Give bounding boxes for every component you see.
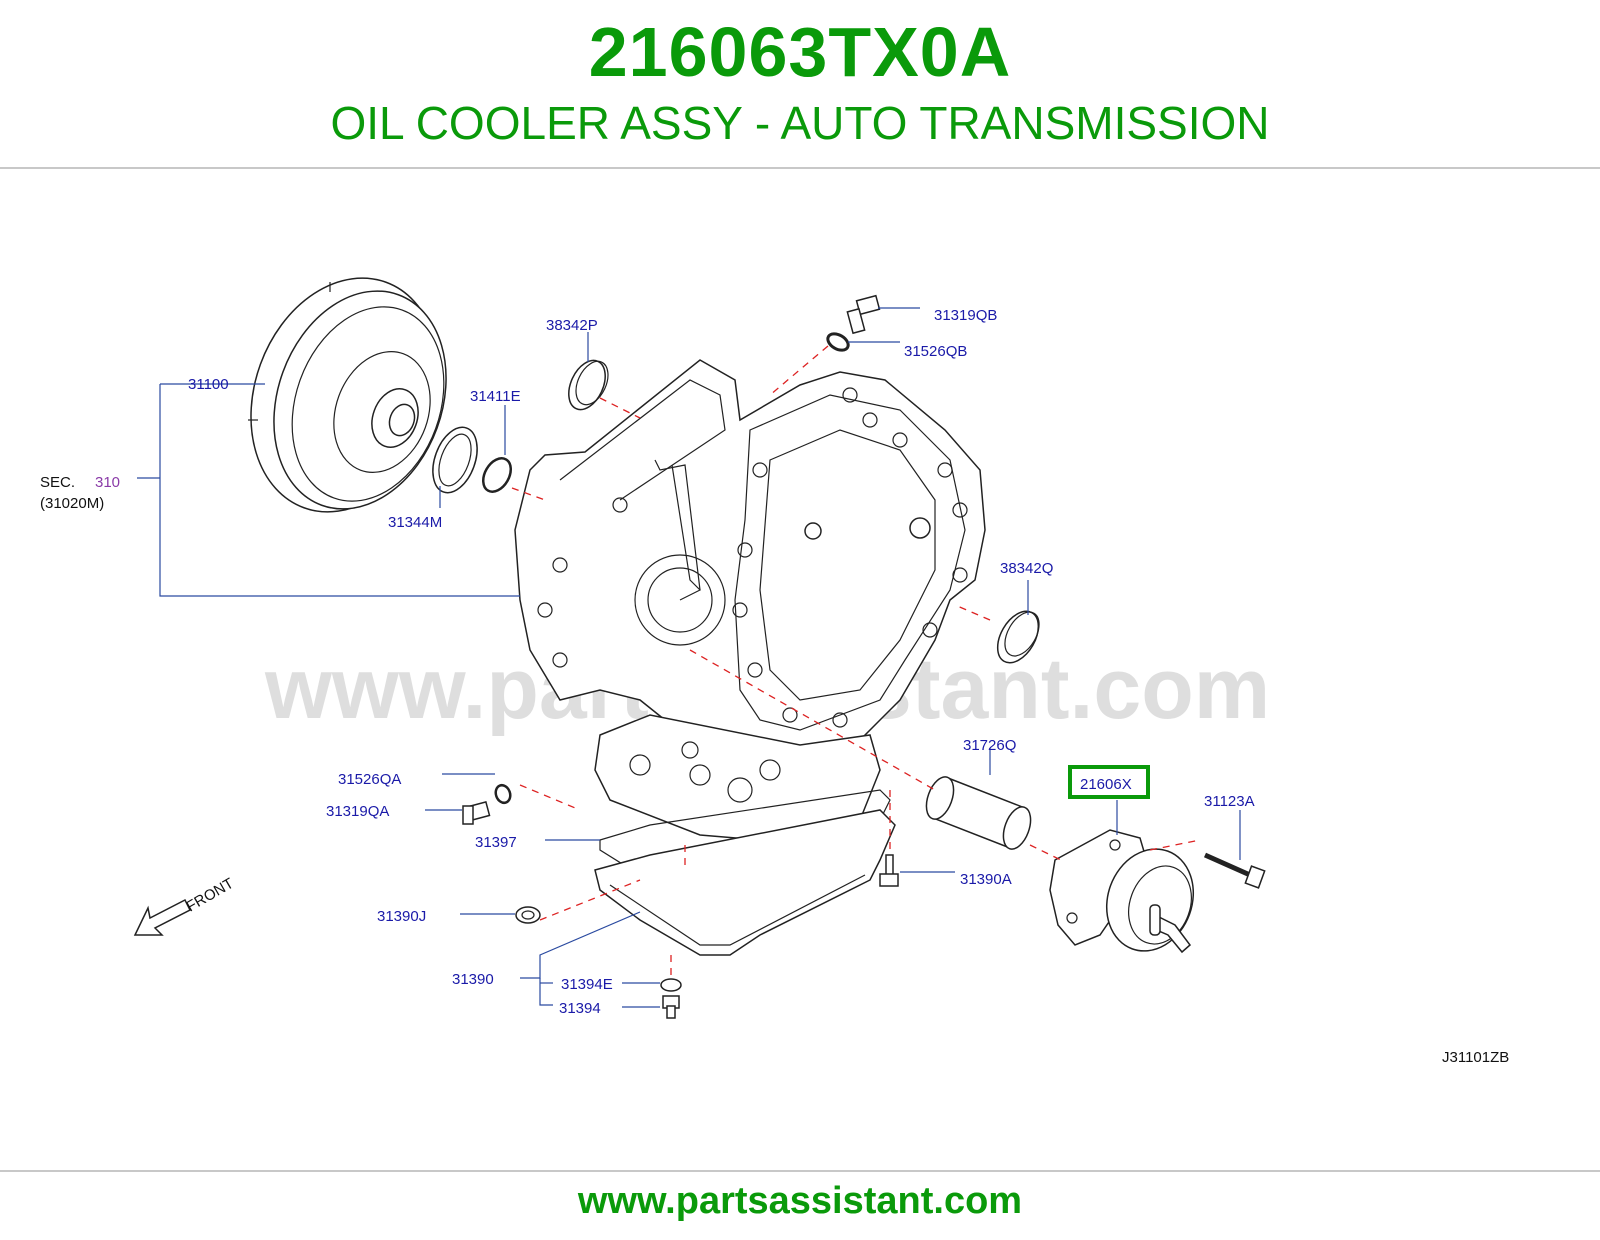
oring-31526qb-part[interactable] [825, 330, 851, 353]
part-label-31394[interactable]: 31394 [559, 1000, 601, 1017]
sec-number-link[interactable]: 310 [95, 474, 120, 491]
footer-site-link[interactable]: www.partsassistant.com [577, 1180, 1023, 1222]
part-label-31344m[interactable]: 31344M [388, 514, 442, 531]
part-label-31390j[interactable]: 31390J [377, 908, 426, 925]
oil-filter-31726q-part[interactable] [921, 773, 1036, 853]
leader-lines [137, 307, 1241, 1008]
part-label-31123a[interactable]: 31123A [1204, 793, 1255, 810]
parts-diagram: www.partsassistant.com [40, 251, 1509, 1066]
part-label-31319qb[interactable]: 31319QB [934, 307, 997, 324]
bottom-divider [0, 1170, 1600, 1172]
oring-31411e-part[interactable] [478, 453, 517, 496]
part-label-31726q[interactable]: 31726Q [963, 737, 1016, 754]
bolt-31123a-part[interactable] [1203, 852, 1266, 889]
part-label-31319qa[interactable]: 31319QA [326, 803, 389, 820]
transmission-case-part[interactable] [514, 359, 986, 841]
part-label-31390a[interactable]: 31390A [960, 871, 1012, 888]
front-label: FRONT [184, 875, 237, 916]
seal-38342q-part[interactable] [989, 604, 1046, 669]
bolt-31319qa-part[interactable] [462, 800, 491, 825]
part-label-31526qb[interactable]: 31526QB [904, 343, 967, 360]
front-arrow-icon [133, 898, 192, 936]
washer-31394e-part[interactable] [660, 978, 682, 992]
part-label-31397[interactable]: 31397 [475, 834, 517, 851]
part-label-21606x[interactable]: 21606X [1080, 776, 1132, 793]
assembly-lines [511, 345, 1201, 975]
part-number-heading: 216063TX0A [588, 13, 1012, 91]
torque-converter-part[interactable] [219, 251, 475, 538]
part-label-31390[interactable]: 31390 [452, 971, 494, 988]
page-header: 216063TX0A OIL COOLER ASSY - AUTO TRANSM… [0, 0, 1600, 170]
part-label-31526qa[interactable]: 31526QA [338, 771, 401, 788]
top-divider [0, 167, 1600, 169]
drain-plug-31394-part[interactable] [662, 995, 680, 1019]
part-label-31394e[interactable]: 31394E [561, 976, 613, 993]
oring-31526qa-part[interactable] [493, 783, 512, 805]
seal-31344m-part[interactable] [425, 421, 486, 499]
sec-subcode: (31020M) [40, 495, 104, 512]
highlight-box-21606x[interactable] [1068, 765, 1150, 799]
bolt-31319qb-part[interactable] [846, 294, 881, 335]
part-title: OIL COOLER ASSY - AUTO TRANSMISSION [330, 97, 1270, 149]
washer-31390j-part[interactable] [515, 906, 541, 924]
part-label-31100[interactable]: 31100 [188, 376, 229, 393]
diagram-code: J31101ZB [1442, 1049, 1509, 1066]
bolt-31390a-part[interactable] [879, 854, 899, 887]
seal-38342p-part[interactable] [562, 355, 615, 416]
part-label-31411e[interactable]: 31411E [470, 388, 521, 405]
oil-cooler-21606x-part[interactable] [1049, 829, 1207, 963]
sec-label: SEC. [40, 474, 75, 491]
part-label-38342p[interactable]: 38342P [546, 317, 598, 334]
part-label-38342q[interactable]: 38342Q [1000, 560, 1053, 577]
